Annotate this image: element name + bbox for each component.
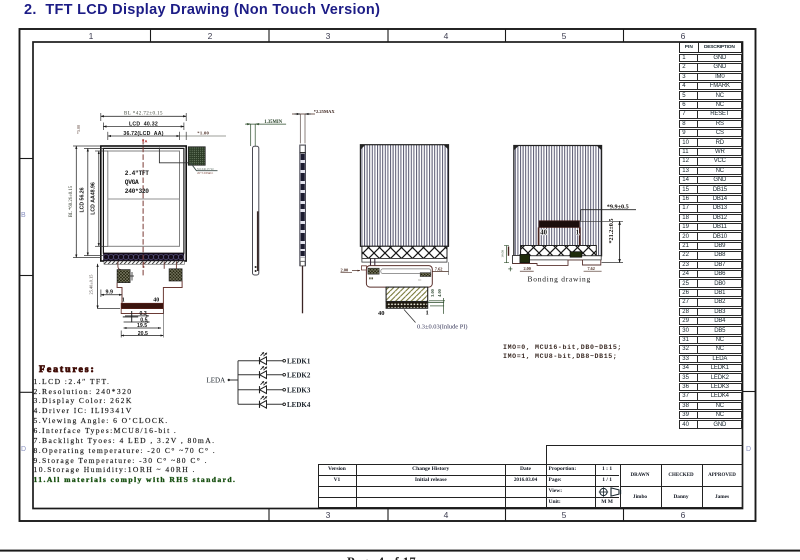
svg-text:1: 1 (122, 297, 125, 303)
svg-text:7.62: 7.62 (435, 266, 443, 271)
svg-text:40: 40 (378, 310, 385, 317)
svg-text:BL *42.72±0.15: BL *42.72±0.15 (124, 112, 163, 117)
svg-text:2.00: 2.00 (524, 266, 531, 271)
svg-text:LCD AA48.96: LCD AA48.96 (90, 182, 96, 215)
svg-text:2.4″TFT: 2.4″TFT (125, 170, 149, 177)
svg-text:0.3±0.03(Inlude PI): 0.3±0.03(Inlude PI) (417, 323, 468, 330)
svg-text:LCD 56.26: LCD 56.26 (79, 187, 85, 212)
svg-text:LEDK2: LEDK2 (287, 371, 311, 379)
svg-text:16.00: 16.00 (500, 250, 504, 258)
svg-text:3.00: 3.00 (430, 288, 435, 296)
svg-text:1.35MIN: 1.35MIN (264, 120, 282, 125)
svg-text:40: 40 (540, 230, 547, 237)
svg-text:BL *60.26±0.15: BL *60.26±0.15 (69, 185, 74, 217)
svg-text:LCD 40.32: LCD 40.32 (129, 121, 158, 127)
svg-text:*9.9±0.5: *9.9±0.5 (607, 203, 629, 210)
svg-text:7.62: 7.62 (588, 266, 595, 271)
svg-text:40: 40 (153, 297, 159, 303)
svg-text:1: 1 (426, 310, 429, 317)
svg-text:LEDK1: LEDK1 (287, 357, 311, 365)
svg-text:2R*3.00E■0.1: 2R*3.00E■0.1 (197, 172, 214, 175)
svg-text:2.00: 2.00 (341, 268, 349, 273)
svg-text:9.9: 9.9 (106, 289, 114, 295)
svg-text:4.00: 4.00 (437, 288, 442, 296)
svg-text:NO.046 25*40: NO.046 25*40 (197, 168, 214, 171)
svg-text:≈≈: ≈≈ (418, 278, 422, 282)
svg-text:0.3: 0.3 (140, 311, 147, 317)
svg-text:QVGA: QVGA (125, 179, 139, 186)
svg-text:25.40±0.15: 25.40±0.15 (89, 274, 94, 295)
svg-text:LEDA: LEDA (207, 376, 226, 384)
svg-text:*21.2±0.5: *21.2±0.5 (608, 218, 615, 243)
svg-text:20.5: 20.5 (138, 331, 148, 337)
svg-text:Bonding drawing: Bonding drawing (528, 275, 592, 284)
svg-text:1: 1 (576, 230, 580, 237)
svg-text:36.72(LCD AA): 36.72(LCD AA) (123, 131, 163, 137)
svg-text:▮▮▮: ▮▮▮ (369, 277, 374, 280)
svg-text:*5.00: *5.00 (76, 125, 81, 134)
svg-text:0.5: 0.5 (140, 317, 147, 323)
svg-text:*2.25MAX: *2.25MAX (314, 109, 336, 114)
svg-text:240*320: 240*320 (125, 188, 149, 195)
svg-text:19.5: 19.5 (137, 323, 147, 329)
svg-text:LEDK3: LEDK3 (287, 386, 311, 394)
svg-text:A: A (145, 139, 148, 144)
svg-text:LEDK4: LEDK4 (287, 401, 311, 409)
svg-text:*1.00: *1.00 (197, 131, 209, 136)
